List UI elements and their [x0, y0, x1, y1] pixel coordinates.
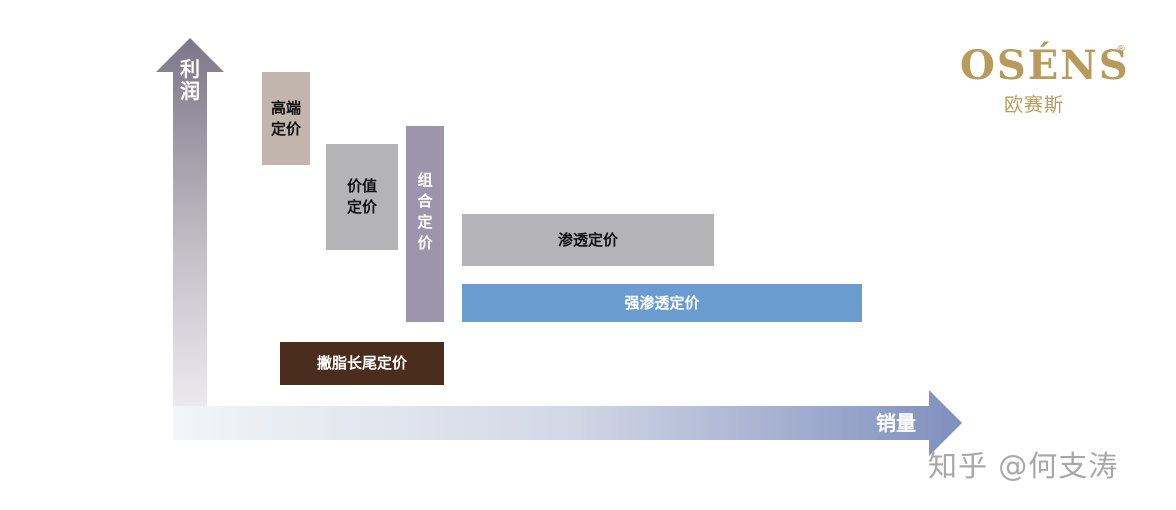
y-axis-arrow [156, 38, 224, 440]
block-high-end-pricing: 高端定价 [262, 72, 310, 165]
brand-logo: OSÉNS ® 欧赛斯 [960, 42, 1130, 118]
logo-chinese-name: 欧赛斯 [1004, 94, 1065, 116]
block-penetration-pricing: 渗透定价 [462, 214, 714, 266]
x-axis-label: 销量 [876, 411, 916, 435]
block-bundle-pricing: 组合定价 [406, 126, 444, 322]
block-value-label: 价值定价 [346, 177, 377, 216]
x-axis-arrow [173, 390, 962, 456]
watermark: 知乎 @何支涛 [928, 449, 1119, 483]
block-skimming-long-tail-pricing: 撇脂长尾定价 [280, 342, 444, 385]
logo-registered-mark: ® [1116, 44, 1126, 55]
block-value-pricing: 价值定价 [326, 144, 398, 250]
logo-wordmark: OSÉNS [960, 42, 1130, 89]
block-high-end-label: 高端定价 [270, 98, 301, 138]
block-penetration-label: 渗透定价 [557, 230, 618, 249]
block-strong-penetration-label: 强渗透定价 [624, 293, 700, 312]
block-bundle-label: 组合定价 [417, 171, 433, 252]
block-strong-penetration-pricing: 强渗透定价 [462, 284, 862, 322]
y-axis-label: 利润 [180, 57, 200, 103]
block-skimming-long-tail-label: 撇脂长尾定价 [316, 354, 407, 372]
